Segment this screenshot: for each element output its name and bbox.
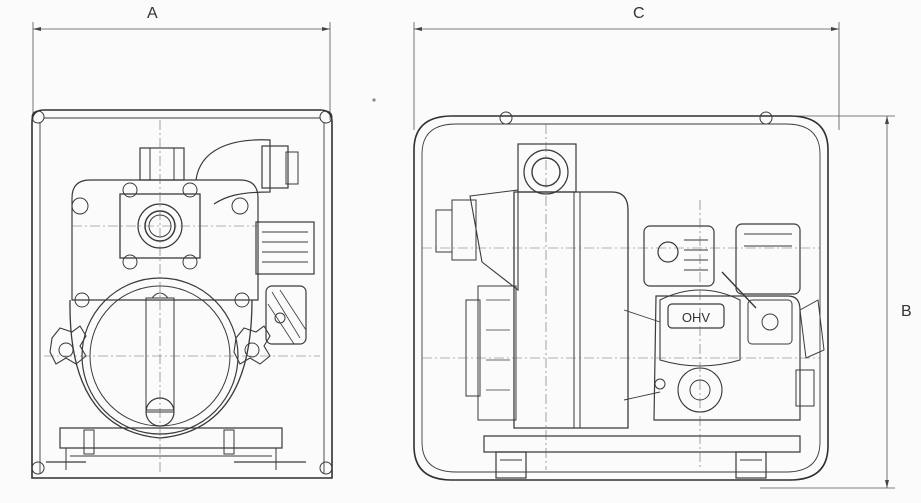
side-view: OHV	[413, 111, 829, 481]
engine-badge-box	[667, 303, 725, 329]
stray-dot	[372, 98, 376, 102]
engine-badge-text: OHV	[682, 310, 711, 325]
dimension-label-c: C	[633, 5, 645, 22]
dimension-label-a: A	[147, 5, 158, 22]
front-view	[31, 109, 333, 479]
dimension-c	[413, 22, 840, 130]
dimension-a	[32, 22, 331, 120]
dimension-label-b: B	[901, 303, 912, 320]
